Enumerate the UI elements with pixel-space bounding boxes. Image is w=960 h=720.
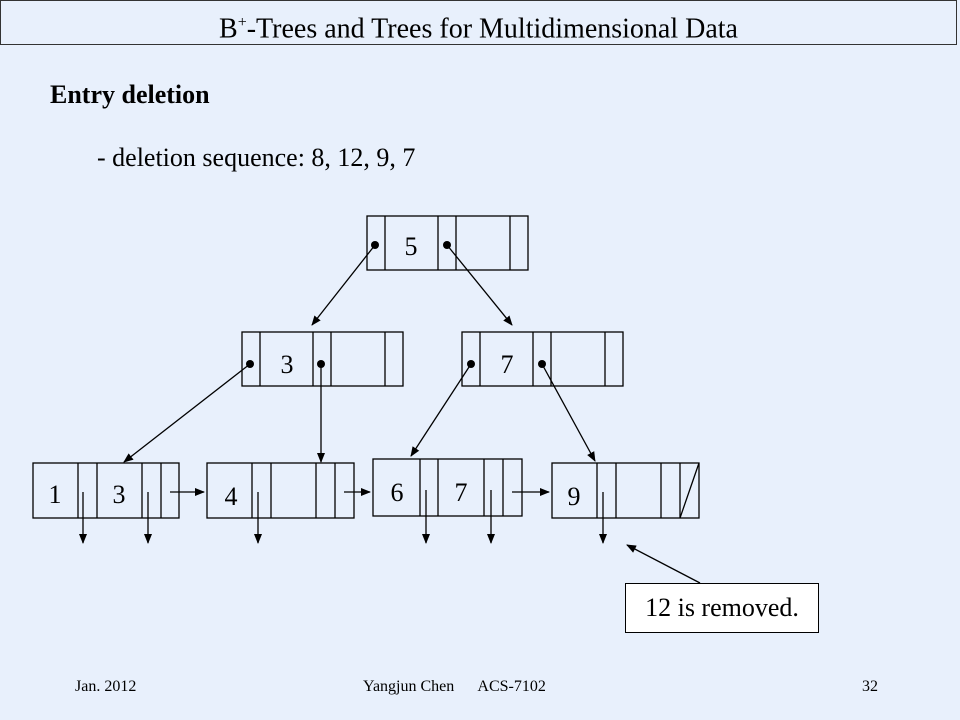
leaf-node-2 bbox=[206, 462, 355, 519]
right-to-leaf4-pointer bbox=[541, 363, 596, 462]
right-to-leaf3-pointer bbox=[410, 363, 472, 457]
root-right-pointer bbox=[446, 244, 513, 326]
left-to-leaf1-pointer bbox=[123, 363, 251, 463]
footer-author-course: Yangjun Chen ACS-7102 bbox=[363, 678, 546, 695]
leaf3-key-2: 7 bbox=[455, 478, 468, 507]
internal-right-key: 7 bbox=[501, 350, 514, 379]
leaf-node-1 bbox=[32, 462, 180, 519]
footer-page-number: 32 bbox=[862, 678, 878, 695]
title-b: B bbox=[219, 13, 238, 45]
root-left-pointer bbox=[311, 244, 376, 326]
internal-node-right bbox=[461, 331, 624, 387]
title-rest: -Trees and Trees for Multidimensional Da… bbox=[246, 13, 738, 45]
leaf4-key-1: 9 bbox=[568, 482, 581, 511]
leaf-node-4 bbox=[551, 462, 700, 519]
leaf3-key-1: 6 bbox=[391, 478, 404, 507]
leaf1-key-2: 3 bbox=[113, 480, 126, 509]
callout-arrow bbox=[626, 544, 701, 584]
section-heading: Entry deletion bbox=[50, 80, 210, 109]
title-superscript: + bbox=[237, 14, 247, 31]
removal-callout: 12 is removed. bbox=[625, 583, 819, 633]
leaf1-key-1: 1 bbox=[49, 480, 62, 509]
internal-node-left bbox=[241, 331, 404, 387]
root-key: 5 bbox=[405, 232, 418, 261]
slide-title: B+-Trees and Trees for Multidimensional … bbox=[0, 0, 957, 45]
internal-left-key: 3 bbox=[281, 350, 294, 379]
deletion-sequence-bullet: - deletion sequence: 8, 12, 9, 7 bbox=[97, 143, 416, 172]
footer-date: Jan. 2012 bbox=[75, 678, 137, 695]
leaf-node-3 bbox=[372, 458, 523, 517]
leaf2-key-1: 4 bbox=[225, 482, 238, 511]
